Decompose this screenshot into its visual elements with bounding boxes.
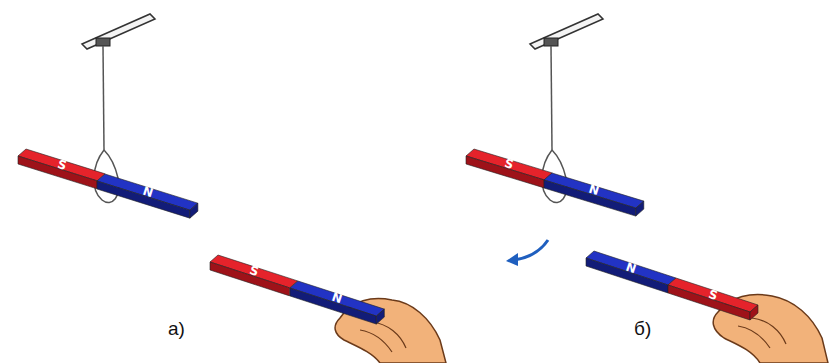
magnet-pole: N: [586, 251, 676, 293]
magnet-pole: N: [97, 174, 198, 218]
magnet-pole: S: [18, 149, 105, 189]
rotation-arrow: [506, 240, 548, 266]
magnet-pole: N: [544, 173, 644, 216]
magnet-pole: N: [290, 281, 384, 324]
panel-label: а): [168, 318, 185, 340]
magnet-pole: S: [210, 255, 298, 296]
magnet-pole: S: [466, 149, 552, 188]
panel-label: б): [634, 318, 651, 340]
magnet-pole: S: [668, 278, 758, 320]
